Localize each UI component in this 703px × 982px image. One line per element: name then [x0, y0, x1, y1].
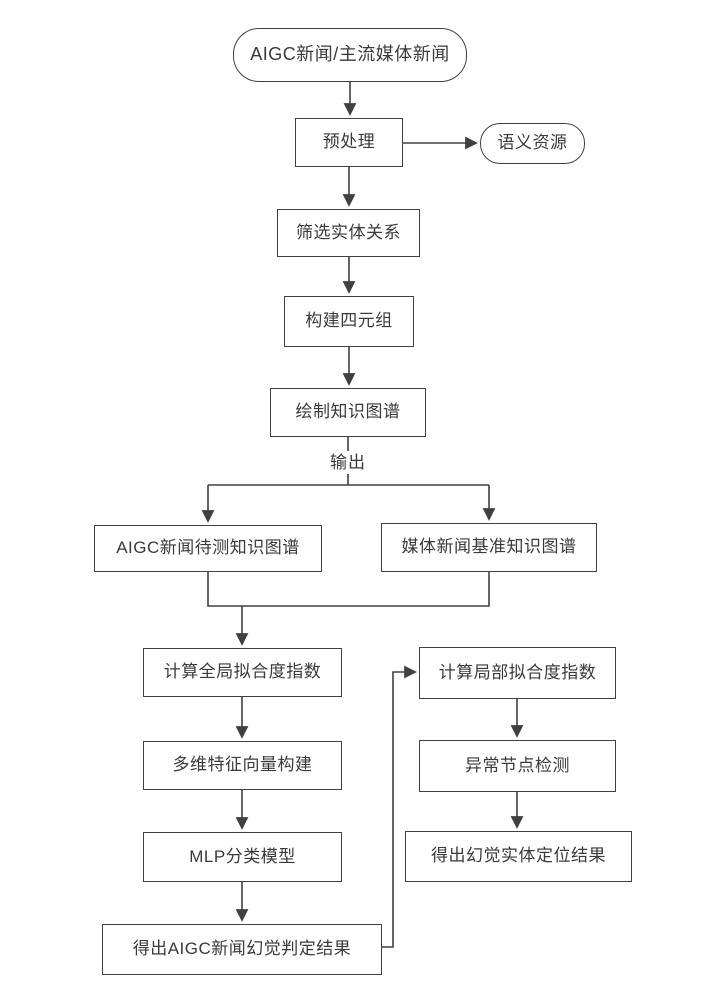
edge-verdict-to-local-fit	[382, 665, 417, 948]
node-aigc-news-kg: AIGC新闻待测知识图谱	[94, 525, 322, 572]
edge-output-branch	[208, 474, 489, 486]
node-mlp-classifier: MLP分类模型	[143, 832, 342, 882]
node-abnormal-node-detection: 异常节点检测	[419, 740, 616, 792]
node-preprocess: 预处理	[295, 118, 403, 167]
edge-kg-merge	[207, 572, 490, 607]
node-local-fit-index: 计算局部拟合度指数	[419, 647, 616, 699]
node-filter-entity-relations: 筛选实体关系	[277, 209, 420, 257]
node-global-fit-index: 计算全局拟合度指数	[143, 648, 342, 697]
node-source-news: AIGC新闻/主流媒体新闻	[233, 28, 467, 82]
node-hallucination-verdict: 得出AIGC新闻幻觉判定结果	[102, 924, 382, 975]
node-build-quadruples: 构建四元组	[284, 296, 414, 347]
node-media-news-kg: 媒体新闻基准知识图谱	[381, 523, 597, 572]
node-draw-knowledge-graph: 绘制知识图谱	[270, 388, 426, 437]
node-semantic-resource: 语义资源	[480, 123, 585, 164]
node-feature-vector-build: 多维特征向量构建	[143, 741, 342, 790]
edge-label-output: 输出	[318, 453, 378, 473]
node-hallucination-entity-localization: 得出幻觉实体定位结果	[405, 831, 632, 882]
